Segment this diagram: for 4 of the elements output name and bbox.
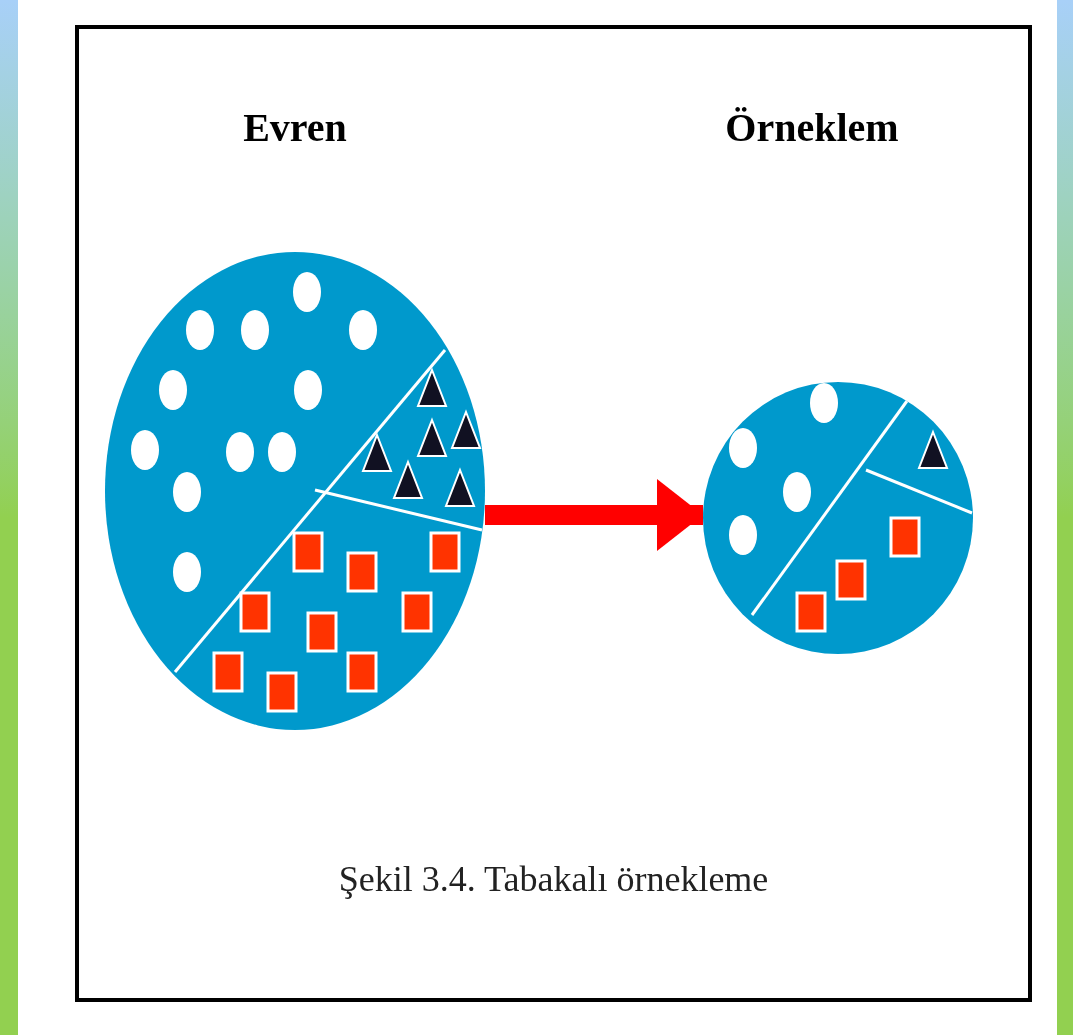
group-heading: Evren [243, 105, 347, 150]
arrow [485, 479, 703, 551]
group-heading: Örneklem [725, 105, 899, 150]
figure-caption: Şekil 3.4. Tabakalı örnekleme [338, 859, 769, 899]
